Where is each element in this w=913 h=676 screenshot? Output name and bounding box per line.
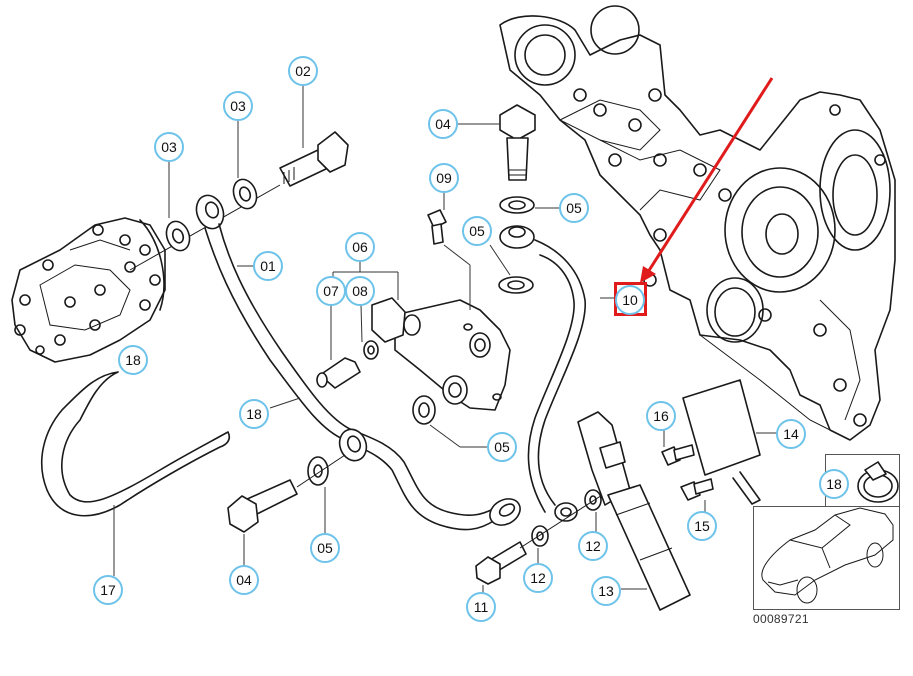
valve-block-06 bbox=[316, 209, 511, 425]
callout-02[interactable]: 02 bbox=[288, 56, 318, 86]
callout-15[interactable]: 15 bbox=[687, 511, 717, 541]
callout-03-right[interactable]: 03 bbox=[223, 91, 253, 121]
callout-18-middle[interactable]: 18 bbox=[239, 399, 269, 429]
callout-11[interactable]: 11 bbox=[466, 592, 496, 622]
engine-front-cover bbox=[499, 5, 896, 441]
pressure-line-10 bbox=[498, 104, 586, 522]
callout-16[interactable]: 16 bbox=[646, 401, 676, 431]
callout-01[interactable]: 01 bbox=[253, 251, 283, 281]
leader-lines bbox=[113, 85, 777, 593]
inset-frame-vehicle bbox=[753, 506, 900, 610]
callout-05-upper-left[interactable]: 05 bbox=[462, 216, 492, 246]
callout-18-inset[interactable]: 18 bbox=[819, 469, 849, 499]
callout-18-top[interactable]: 18 bbox=[118, 345, 148, 375]
callout-17[interactable]: 17 bbox=[93, 575, 123, 605]
callout-06[interactable]: 06 bbox=[345, 232, 375, 262]
callout-05-middle[interactable]: 05 bbox=[487, 432, 517, 462]
callout-04-lower[interactable]: 04 bbox=[229, 565, 259, 595]
callout-07[interactable]: 07 bbox=[316, 276, 346, 306]
return-hose-17 bbox=[40, 371, 231, 517]
callout-08[interactable]: 08 bbox=[345, 276, 375, 306]
solenoid-13 bbox=[475, 411, 691, 611]
lower-fittings bbox=[227, 454, 346, 533]
callout-14[interactable]: 14 bbox=[776, 419, 806, 449]
callout-12-lower[interactable]: 12 bbox=[523, 563, 553, 593]
callout-09[interactable]: 09 bbox=[429, 163, 459, 193]
callout-04-upper[interactable]: 04 bbox=[428, 109, 458, 139]
red-pointer-arrow bbox=[640, 77, 774, 283]
callout-03-left[interactable]: 03 bbox=[154, 132, 184, 162]
callout-12-upper[interactable]: 12 bbox=[578, 531, 608, 561]
hose-clamp-inset-drawing bbox=[857, 461, 899, 503]
callout-13[interactable]: 13 bbox=[591, 576, 621, 606]
callout-05-upper-right[interactable]: 05 bbox=[559, 193, 589, 223]
callout-05-lower[interactable]: 05 bbox=[310, 533, 340, 563]
callout-10[interactable]: 10 bbox=[615, 285, 645, 315]
power-steering-pump bbox=[11, 217, 166, 363]
bracket-14 bbox=[661, 379, 761, 505]
vehicle-outline-inset bbox=[761, 507, 894, 604]
diagram-reference-number: 00089721 bbox=[753, 612, 809, 626]
pressure-hose-01 bbox=[204, 223, 521, 531]
pump-fittings bbox=[129, 131, 349, 271]
